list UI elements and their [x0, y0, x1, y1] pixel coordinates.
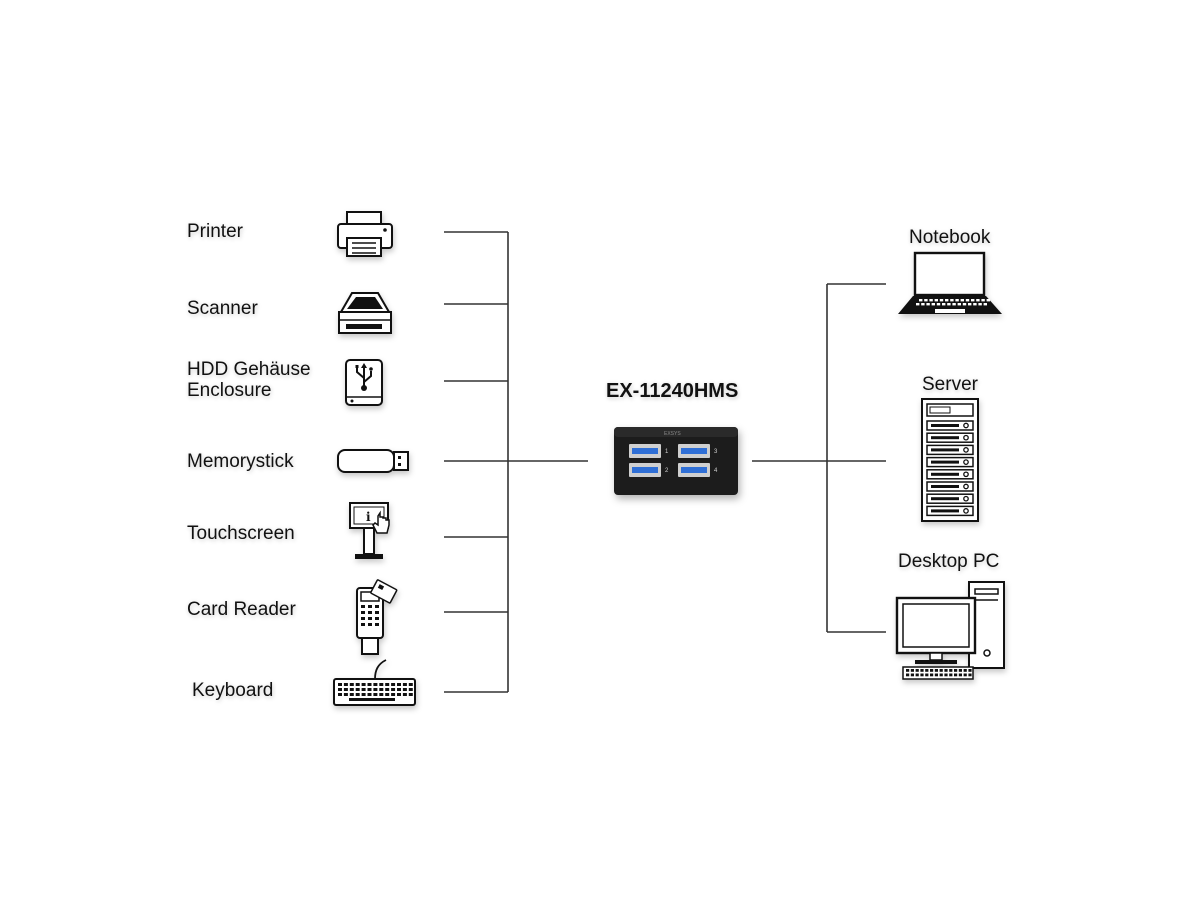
label-memorystick: Memorystick [187, 451, 294, 472]
label-server: Server [922, 374, 978, 395]
label-desktop-pc: Desktop PC [898, 551, 1000, 572]
label-notebook: Notebook [909, 227, 991, 248]
label-printer: Printer [187, 221, 243, 242]
label-keyboard: Keyboard [192, 680, 274, 701]
label-card-reader: Card Reader [187, 599, 296, 620]
label-touchscreen: Touchscreen [187, 523, 295, 544]
label-hdd-line2: Enclosure [187, 380, 272, 401]
hub-model-title: EX-11240HMS [606, 380, 739, 402]
label-scanner: Scanner [187, 298, 258, 319]
label-hdd-line1: HDD Gehäuse [187, 359, 311, 380]
